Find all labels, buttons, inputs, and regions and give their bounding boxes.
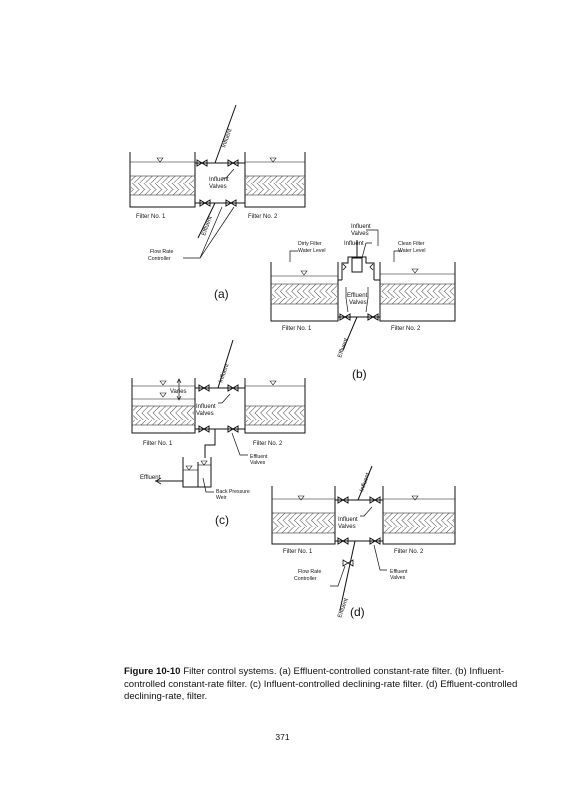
panel-d-diagram [271,465,456,611]
figure-number: Figure 10-10 [124,666,181,677]
a-filter1-label: Filter No. 1 [136,214,166,220]
c-varies-label: Varies [170,389,187,395]
a-flow-rate-label-2: Controller [148,256,171,262]
c-influent-valves-label: Influent [196,404,216,410]
b-clean-label-2: Water Level [398,248,426,254]
b-influent-valves-label: Influent [351,224,371,230]
caption-text: Filter control systems. (a) Effluent-con… [124,666,518,702]
d-influent-valves-label-2: Valves [338,524,356,530]
c-weir-label: Back Pressure [216,489,250,495]
figure-caption: Figure 10-10 Filter control systems. (a)… [124,666,524,704]
d-effluent-label: Effluent [337,597,350,618]
panel-a-label: (a) [214,287,229,301]
d-flow-rate-label: Flow Rate [298,569,321,575]
a-flow-rate-label: Flow Rate [150,249,173,255]
d-filter2-label: Filter No. 2 [394,549,424,555]
d-effluent-valves-label-2: Valves [390,575,406,581]
page-number: 371 [275,732,290,742]
panel-c-diagram [131,339,306,493]
b-effluent-label: Effluent [337,337,350,358]
b-influent-valves-label-2: Valves [351,231,369,237]
b-clean-label: Clean Filter [398,241,425,247]
d-flow-rate-label-2: Controller [294,576,317,582]
c-effluent-valves-label: Effluent [250,454,268,460]
c-filter1-label: Filter No. 1 [143,441,173,447]
a-effluent-label: Effluent [201,215,214,236]
a-influent-valves-label: Influent [209,177,229,183]
c-influent-label: Influent [218,363,230,384]
b-filter1-label: Filter No. 1 [282,326,312,332]
a-influent-label: Influent [221,128,233,149]
d-influent-valves-label: Influent [338,517,358,523]
c-weir-label-2: Weir [216,495,227,501]
b-effluent-valves-label-2: Valves [349,300,367,306]
d-influent-label: Influent [359,472,371,493]
b-dirty-label: Dirty Filter [298,241,322,247]
a-filter2-label: Filter No. 2 [248,214,278,220]
c-effluent-valves-label-2: Valves [250,460,266,466]
panel-b-diagram [270,229,456,351]
panel-a-diagram [129,104,306,259]
b-filter2-label: Filter No. 2 [391,326,421,332]
b-effluent-valves-label: Effluent [347,293,368,299]
panel-b-label: (b) [352,367,367,381]
b-influent-label: Influent [344,241,364,247]
panel-d-label: (d) [350,605,365,619]
b-dirty-label-2: Water Level [298,248,326,254]
panel-c-label: (c) [215,513,229,527]
figure-10-10: Influent Influent Valves Effluent Filter… [129,104,456,619]
d-effluent-valves-label: Effluent [390,569,408,575]
a-influent-valves-label-2: Valves [209,184,227,190]
d-filter1-label: Filter No. 1 [283,549,313,555]
c-filter2-label: Filter No. 2 [253,441,283,447]
c-influent-valves-label-2: Valves [196,411,214,417]
c-effluent-label: Effluent [140,475,161,481]
